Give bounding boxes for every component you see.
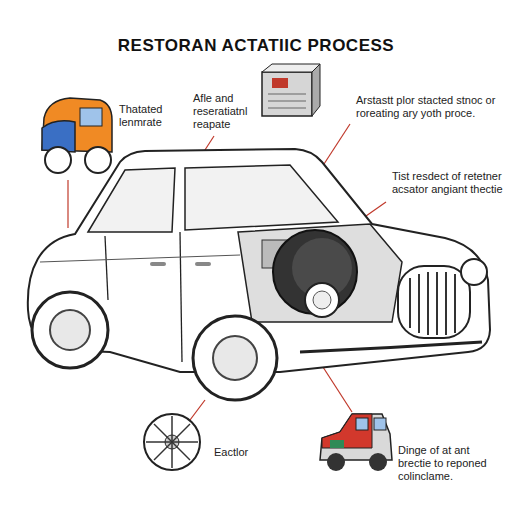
small-car-window (356, 418, 368, 430)
box-stripe (268, 94, 306, 95)
grille-bar (427, 272, 429, 335)
box-stripe (268, 108, 306, 109)
small-car-icon (320, 414, 392, 471)
door-line (180, 232, 182, 362)
grille-bar (445, 272, 447, 335)
wheel-hub (50, 310, 90, 350)
grille-bar (454, 274, 456, 333)
icon-wheel (45, 147, 71, 173)
leader-line (366, 202, 386, 216)
grille (398, 266, 470, 338)
callout-label: Tist resdect of retetner acsator angiant… (392, 170, 504, 196)
engine-drum (273, 230, 357, 314)
box-stripes (268, 94, 306, 108)
wheel-hub (213, 336, 257, 380)
box-stripe (268, 101, 306, 102)
box-tag (272, 78, 288, 88)
leader-line (67, 180, 68, 228)
small-car-wheel (369, 453, 387, 471)
bumper (300, 342, 482, 352)
parts-box-icon (262, 64, 320, 116)
car-icon (42, 98, 112, 173)
box-lid (262, 64, 320, 72)
headlight (461, 259, 487, 285)
callout-label: Arstastt plor stacted stnoc or roreating… (356, 94, 502, 120)
rear-window (88, 168, 175, 232)
box (262, 72, 312, 116)
door-handle (195, 262, 211, 266)
callout-label: Eactlor (214, 446, 294, 459)
door-line (105, 236, 108, 300)
diagram-title: RESTORAN ACTATIIC PROCESS (0, 36, 512, 56)
callout-label: Dinge of at ant brectie to reponed colin… (398, 444, 504, 483)
callout-label: Afle and reseratiatnl reapate (193, 92, 273, 131)
body-crease (40, 255, 240, 262)
engine-bay (238, 224, 402, 322)
icon-body (42, 98, 112, 152)
wheel-icon (144, 414, 200, 470)
front-window (185, 165, 338, 230)
rear-wheel (32, 292, 108, 368)
grille-bars (410, 272, 455, 335)
small-car-paint (322, 414, 372, 448)
grille-bar (409, 278, 411, 328)
icon-wheel (85, 147, 111, 173)
grille-bar (436, 272, 438, 335)
front-wheel (193, 316, 277, 400)
spoke (154, 424, 190, 460)
wheel-spokes (146, 416, 198, 468)
box-side (312, 64, 320, 116)
small-car-wheel (327, 453, 345, 471)
small-car-body (320, 414, 392, 460)
wheel-rim (144, 414, 200, 470)
small-car-window (374, 418, 386, 430)
small-car-stripe (330, 440, 344, 448)
leader-line (190, 400, 205, 420)
icon-window (80, 108, 102, 126)
headlight (305, 283, 339, 317)
grille-bar (418, 274, 420, 333)
door-handle (150, 262, 166, 266)
headlight (313, 291, 331, 309)
callout-label: Thatated lenmrate (119, 103, 179, 129)
spoke (154, 424, 190, 460)
